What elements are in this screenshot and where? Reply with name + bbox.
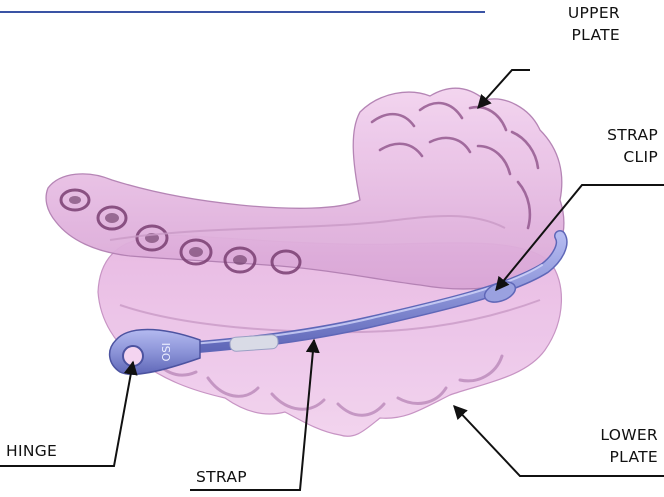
label-strap: STRAP bbox=[196, 466, 296, 488]
label-upper-plate: UPPER PLATE bbox=[520, 2, 620, 46]
hinge-logo: OSI bbox=[160, 343, 173, 362]
label-lower-plate: LOWER PLATE bbox=[548, 424, 658, 468]
label-strap-clip: STRAP CLIP bbox=[560, 124, 658, 168]
label-hinge: HINGE bbox=[6, 440, 106, 462]
